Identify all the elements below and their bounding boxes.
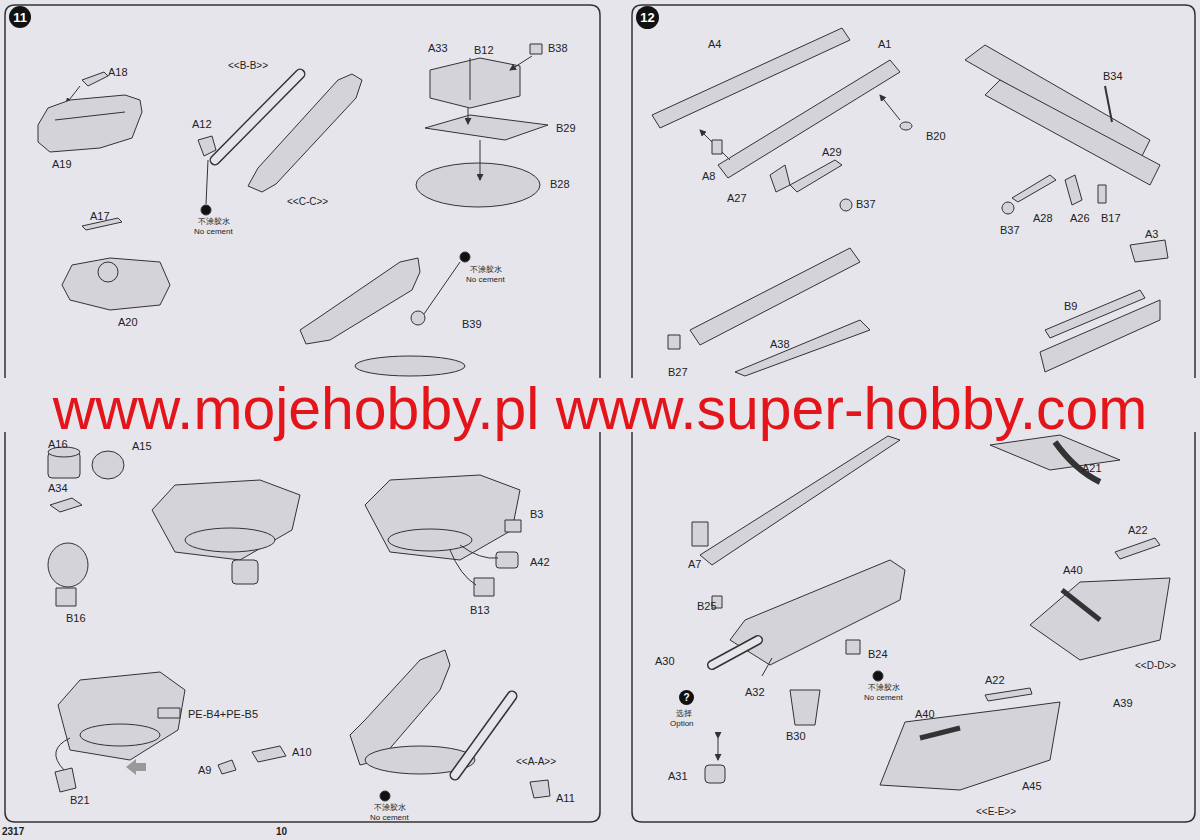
section-label: <<E-E>> — [976, 806, 1016, 817]
part-label: A4 — [708, 38, 721, 50]
part-label: A45 — [1022, 780, 1042, 792]
part-label: A39 — [1113, 697, 1133, 709]
note-text: 不涂胶水 — [868, 684, 900, 693]
part-label: A3 — [1145, 228, 1158, 240]
part-label: A31 — [668, 770, 688, 782]
section-label: <<A-A>> — [516, 756, 556, 767]
page-number: 2317 — [2, 826, 24, 837]
part-label: A16 — [48, 438, 68, 450]
part-label: B21 — [70, 794, 90, 806]
part-label: A12 — [192, 118, 212, 130]
part-label: B20 — [926, 130, 946, 142]
part-label: B38 — [548, 42, 568, 54]
part-label: B27 — [668, 366, 688, 378]
part-label: A20 — [118, 316, 138, 328]
part-label: A9 — [198, 764, 211, 776]
step-text: 12 — [640, 11, 654, 24]
note-text: 不涂胶水 — [470, 266, 502, 275]
part-label: A18 — [108, 66, 128, 78]
part-label: A40 — [1063, 564, 1083, 576]
part-label: B13 — [470, 604, 490, 616]
part-label: A34 — [48, 482, 68, 494]
section-label: <<C-C>> — [287, 196, 328, 207]
part-label: A21 — [1082, 462, 1102, 474]
part-label: A19 — [52, 158, 72, 170]
step-number: 12 — [636, 6, 659, 29]
note-text: 选择 — [676, 710, 692, 719]
part-label: B39 — [462, 318, 482, 330]
step-number: ? — [679, 690, 694, 705]
part-label: A38 — [770, 338, 790, 350]
part-label: B29 — [556, 122, 576, 134]
part-label: B34 — [1103, 70, 1123, 82]
part-label: A40 — [915, 708, 935, 720]
part-label: B17 — [1101, 212, 1121, 224]
note-text: No cement — [864, 694, 903, 703]
step-text: 11 — [13, 11, 27, 24]
part-label: B28 — [550, 178, 570, 190]
step-text: ? — [683, 693, 689, 703]
part-label: A8 — [702, 170, 715, 182]
page-number: 10 — [276, 826, 287, 837]
section-label: <<B-B>> — [228, 60, 268, 71]
part-label: A42 — [530, 556, 550, 568]
part-label: A29 — [822, 146, 842, 158]
part-label: A10 — [292, 746, 312, 758]
part-label: B24 — [868, 648, 888, 660]
part-label: PE-B4+PE-B5 — [188, 708, 258, 720]
part-label: A1 — [878, 38, 891, 50]
step-number: 11 — [9, 6, 31, 28]
part-label: A32 — [745, 686, 765, 698]
note-text: 不涂胶水 — [198, 218, 230, 227]
part-label: A33 — [428, 42, 448, 54]
watermark: www.mojehobby.pl www.super-hobby.com — [53, 380, 1148, 439]
section-label: <<D-D>> — [1135, 660, 1176, 671]
part-label: B16 — [66, 612, 86, 624]
part-label: A26 — [1070, 212, 1090, 224]
part-label: A30 — [655, 655, 675, 667]
note-text: No cement — [466, 276, 505, 285]
part-label: A11 — [556, 792, 575, 804]
part-label: B3 — [530, 508, 543, 520]
part-label: A17 — [90, 210, 110, 222]
part-label: A7 — [688, 558, 701, 570]
part-label: A15 — [132, 440, 152, 452]
part-label: A22 — [1128, 524, 1148, 536]
part-label: B30 — [786, 730, 806, 742]
note-text: 不涂胶水 — [374, 804, 406, 813]
part-label: A28 — [1033, 212, 1053, 224]
part-label: B25 — [697, 600, 717, 612]
part-label: A27 — [727, 192, 747, 204]
part-label: B9 — [1064, 300, 1077, 312]
note-text: No cement — [370, 814, 409, 823]
note-text: Option — [670, 720, 694, 729]
part-label: B37 — [1000, 224, 1020, 236]
part-label: A22 — [985, 674, 1005, 686]
note-text: No cement — [194, 228, 233, 237]
part-label: B12 — [474, 44, 494, 56]
part-label: B37 — [856, 198, 876, 210]
